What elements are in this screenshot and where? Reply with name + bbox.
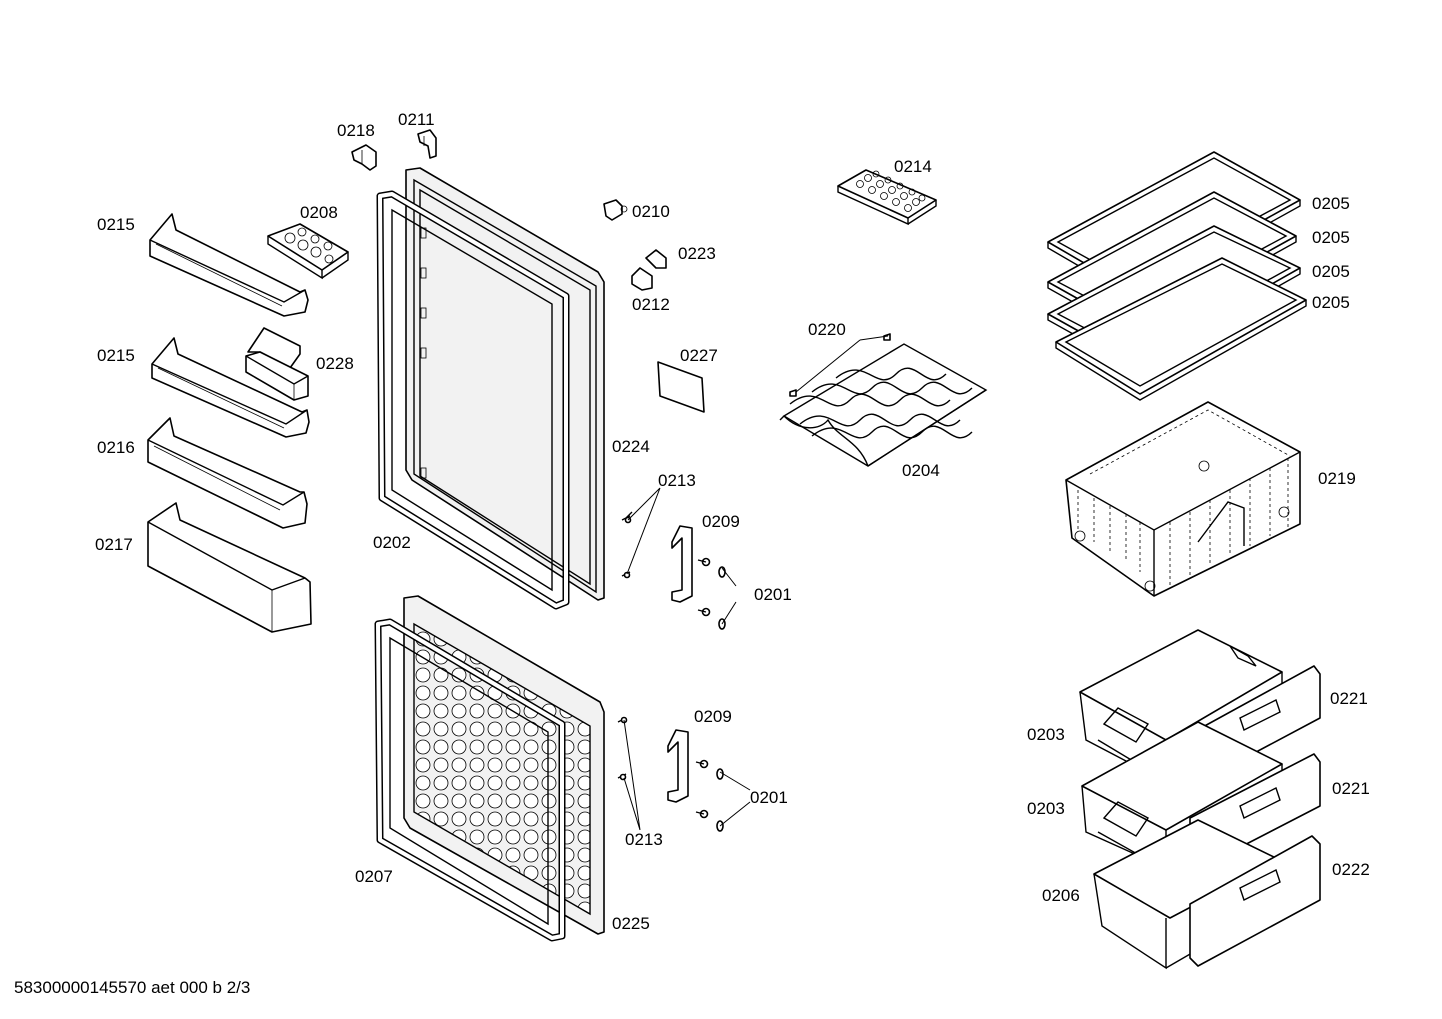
label-0202: 0202 (373, 533, 411, 552)
label-0206: 0206 (1042, 886, 1080, 905)
egg-tray-0208 (267, 223, 349, 280)
handle-0209-upper (671, 525, 693, 603)
label-0215-upper: 0215 (97, 215, 135, 234)
part-labels: 0218 0211 0214 0215 0208 0210 0205 0205 … (95, 110, 1370, 933)
hinge-cover-0218 (351, 144, 377, 171)
label-0214: 0214 (894, 157, 932, 176)
freezer-door-0225 (403, 595, 605, 935)
door-bin-0215-upper (149, 213, 309, 317)
label-0207: 0207 (355, 867, 393, 886)
bracket-0212 (631, 267, 653, 291)
label-0225: 0225 (612, 914, 650, 933)
label-0201-upper: 0201 (754, 585, 792, 604)
label-0203-upper: 0203 (1027, 725, 1065, 744)
screws-0201-lower (695, 759, 724, 832)
label-0224: 0224 (612, 437, 650, 456)
label-0227: 0227 (680, 346, 718, 365)
door-stop-0210 (603, 199, 628, 221)
label-0201-lower: 0201 (750, 788, 788, 807)
ice-cube-tray-0214 (837, 169, 937, 226)
hinge-pin-0211 (417, 129, 437, 159)
label-0212: 0212 (632, 295, 670, 314)
glass-shelf-0205-4 (1055, 257, 1307, 401)
label-sheet-0227 (657, 361, 705, 413)
crisper-box-0219 (1065, 401, 1301, 597)
label-0218: 0218 (337, 121, 375, 140)
label-0208: 0208 (300, 203, 338, 222)
label-0204: 0204 (902, 461, 940, 480)
fridge-door-gasket-0202 (376, 190, 570, 610)
clips-0220 (789, 333, 891, 397)
label-0221-lower: 0221 (1332, 779, 1370, 798)
screws-0213-upper (621, 511, 633, 579)
label-0209-upper: 0209 (702, 512, 740, 531)
label-0209-lower: 0209 (694, 707, 732, 726)
handle-0209-lower (667, 729, 689, 803)
label-0222: 0222 (1332, 860, 1370, 879)
leader-lines (623, 335, 889, 831)
bracket-0223 (645, 249, 667, 269)
document-id: 58300000145570 aet 000 b 2/3 (14, 978, 251, 997)
screws-0201-upper (697, 557, 726, 630)
label-0223: 0223 (678, 244, 716, 263)
label-0219: 0219 (1318, 469, 1356, 488)
drawer-front-0222 (1189, 835, 1321, 967)
label-0205-4: 0205 (1312, 293, 1350, 312)
label-0228: 0228 (316, 354, 354, 373)
label-0211: 0211 (398, 110, 435, 129)
label-0205-3: 0205 (1312, 262, 1350, 281)
bottle-rack-0204 (779, 343, 988, 467)
label-0216: 0216 (97, 438, 135, 457)
freezer-door-gasket-0207 (374, 618, 566, 942)
door-bin-0215-lower (151, 337, 310, 438)
label-0221-upper: 0221 (1330, 689, 1368, 708)
door-bin-0217 (147, 502, 312, 633)
label-0220: 0220 (808, 320, 846, 339)
label-0213-upper: 0213 (658, 471, 696, 490)
label-0215-lower: 0215 (97, 346, 135, 365)
label-0203-lower: 0203 (1027, 799, 1065, 818)
butter-compartment-0228 (245, 327, 309, 401)
label-0210: 0210 (632, 202, 670, 221)
label-0217: 0217 (95, 535, 133, 554)
label-0213-lower: 0213 (625, 830, 663, 849)
fridge-door-0224 (405, 167, 605, 601)
label-0205-2: 0205 (1312, 228, 1350, 247)
label-0205-1: 0205 (1312, 194, 1350, 213)
door-bin-0216 (147, 417, 308, 529)
